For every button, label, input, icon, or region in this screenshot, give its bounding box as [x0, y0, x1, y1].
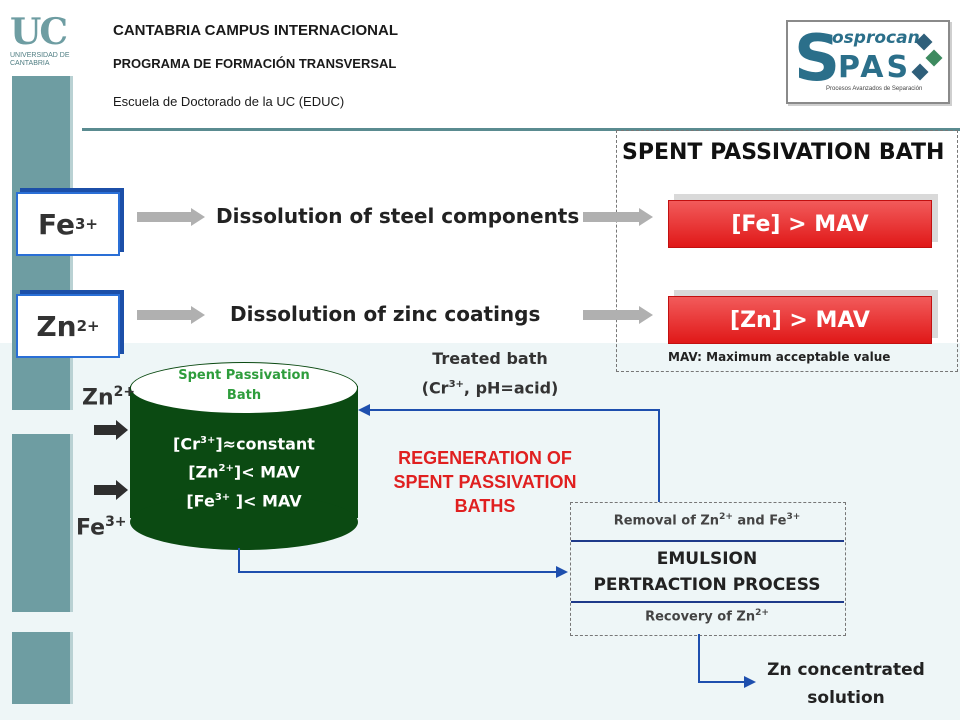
spent-bath-tank-top [130, 362, 358, 414]
diamond-icon [925, 49, 943, 67]
uc-logo-subtext: UNIVERSIDAD DE CANTABRIA [10, 52, 70, 67]
process-zinc-dissolution: Dissolution of zinc coatings [230, 302, 541, 326]
spent-bath-container [616, 130, 958, 372]
tank-line-zn: [Zn2+]< MAV [188, 462, 300, 482]
arrow-right-icon [137, 306, 205, 324]
input-arrow-icon [94, 420, 128, 440]
zn-limit-box: [Zn] > MAV [668, 296, 932, 344]
tank-line-cr: [Cr3+]≈constant [173, 434, 315, 454]
spent-bath-tank-bottom [130, 494, 358, 550]
epp-divider-top [571, 540, 844, 542]
epp-recovery-label: Recovery of Zn2+ [645, 608, 769, 625]
header-line-2: PROGRAMA DE FORMACIÓN TRANSVERSAL [113, 56, 397, 71]
return-flow-line [658, 410, 660, 502]
feed-flow-line [238, 571, 556, 573]
arrow-right-icon [137, 208, 205, 226]
sosprocan-logo: S osprocan PAS Procesos Avanzados de Sep… [786, 20, 950, 104]
sosprocan-logo-s: S [794, 22, 841, 96]
fe-limit-box: [Fe] > MAV [668, 200, 932, 248]
uc-logo: UC UNIVERSIDAD DE CANTABRIA [10, 12, 72, 76]
return-arrow-head-icon [358, 404, 370, 416]
return-flow-line [370, 409, 660, 411]
header-line-1: CANTABRIA CAMPUS INTERNACIONAL [113, 22, 398, 39]
feed-arrow-head-icon [556, 566, 568, 578]
regeneration-label: REGENERATION OF SPENT PASSIVATION BATHS [393, 448, 577, 516]
sidebar-bar-middle-2 [12, 632, 73, 704]
sosprocan-logo-word2: PAS [838, 50, 912, 85]
product-arrow-head-icon [744, 676, 756, 688]
process-steel-dissolution: Dissolution of steel components [216, 204, 580, 228]
spent-bath-title: SPENT PASSIVATION BATH [622, 140, 945, 165]
product-flow-line [698, 634, 700, 682]
treated-bath-label: Treated bath (Cr3+, pH=acid) [421, 349, 559, 398]
arrow-right-icon [583, 306, 653, 324]
sidebar-bar-middle-1 [12, 434, 73, 612]
fe-ion-label: Fe [38, 207, 75, 241]
zn-ion-label: Zn [36, 309, 77, 343]
epp-removal-label: Removal of Zn2+ and Fe3+ [613, 512, 801, 529]
fe-ion-charge: 3+ [74, 215, 98, 233]
zn-input-label: Zn2+ [82, 384, 136, 411]
product-flow-line [698, 681, 744, 683]
mav-note: MAV: Maximum acceptable value [668, 350, 891, 364]
tank-top-label: Spent Passivation Bath [178, 368, 310, 403]
arrow-right-icon [583, 208, 653, 226]
header-line-3: Escuela de Doctorado de la UC (EDUC) [113, 94, 345, 109]
product-label: Zn concentrated solution [767, 660, 925, 708]
epp-divider-bottom [571, 601, 844, 603]
uc-logo-letters: UC [10, 11, 68, 53]
sosprocan-logo-tagline: Procesos Avanzados de Separación [826, 86, 923, 92]
zn-ion-charge: 2+ [76, 317, 100, 335]
tank-composition: [Cr3+]≈constant [Zn2+]< MAV [Fe3+ ]< MAV [130, 428, 358, 513]
epp-box [570, 502, 846, 636]
sosprocan-logo-word1: osprocan [832, 28, 920, 48]
header-divider [82, 128, 960, 131]
tank-line-fe: [Fe3+ ]< MAV [186, 490, 302, 510]
feed-flow-line [238, 548, 240, 572]
diamond-icon [911, 63, 929, 81]
epp-title: EMULSION PERTRACTION PROCESS [593, 549, 821, 595]
input-arrow-icon [94, 480, 128, 500]
fe-input-label: Fe3+ [76, 514, 127, 541]
